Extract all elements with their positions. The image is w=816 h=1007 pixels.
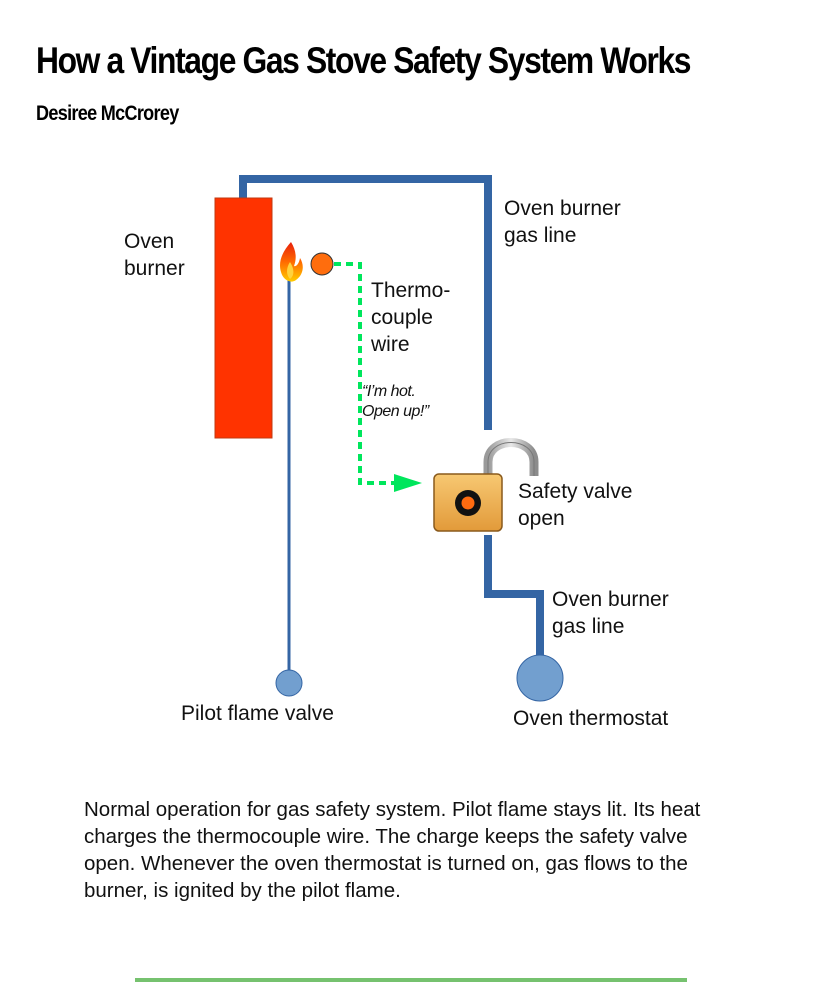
description-paragraph: Normal operation for gas safety system. … <box>84 798 701 902</box>
thermocouple-sensor-icon <box>310 252 334 276</box>
thermocouple-wire <box>334 262 398 485</box>
pilot-flame-valve-knob <box>275 669 303 697</box>
oven-thermostat-knob <box>516 654 564 702</box>
oven-burner-label: Oven burner <box>124 230 185 280</box>
thermocouple-quote: “I’m hot. Open up!” <box>362 383 429 420</box>
open-padlock-icon <box>433 438 539 532</box>
pilot-flame-valve-label: Pilot flame valve <box>181 702 334 725</box>
oven-burner-gas-line-top <box>239 175 492 430</box>
safety-valve-label: Safety valve open <box>518 480 633 530</box>
author-byline: Desiree McCrorey <box>36 102 179 125</box>
oven-burner-gas-line-bottom <box>484 535 544 656</box>
oven-thermostat-label: Oven thermostat <box>513 707 669 730</box>
oven-burner-gas-line-label-bottom: Oven burner gas line <box>552 588 669 638</box>
thermocouple-arrowhead <box>394 474 422 492</box>
oven-burner <box>214 197 273 439</box>
footer-divider <box>135 978 687 982</box>
oven-burner-gas-line-label-top: Oven burner gas line <box>504 197 621 247</box>
thermocouple-wire-label: Thermo- couple wire <box>371 279 451 356</box>
page-title: How a Vintage Gas Stove Safety System Wo… <box>36 40 691 81</box>
flame-icon <box>280 242 303 282</box>
